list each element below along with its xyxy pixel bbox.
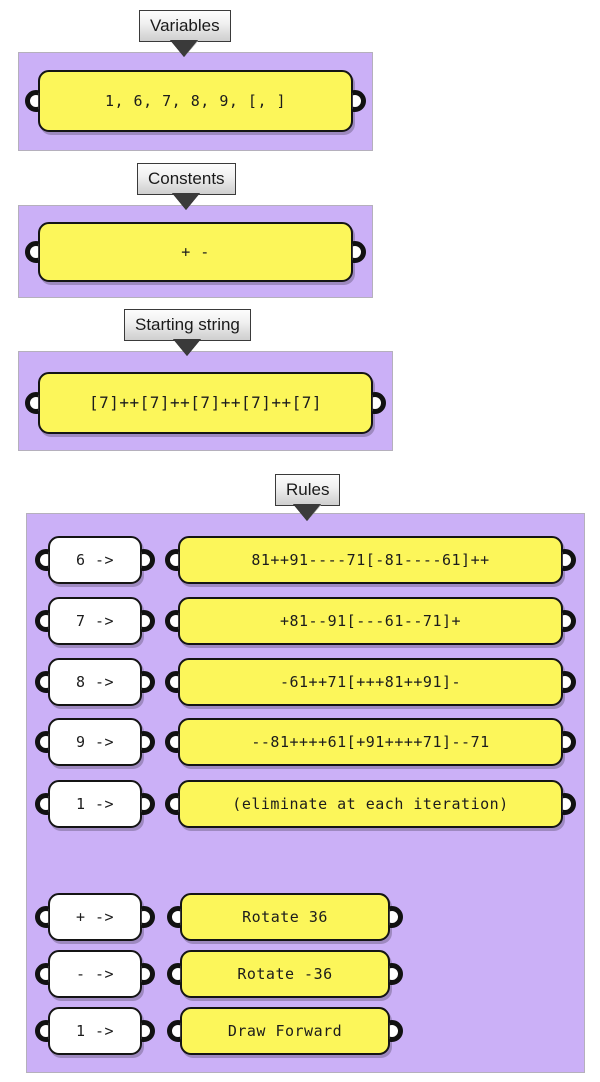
starting-string-value-box[interactable]: [7]++[7]++[7]++[7]++[7] <box>25 372 386 434</box>
rule-key: 8 -> <box>75 672 115 691</box>
interpretation-value: Rotate -36 <box>237 964 333 983</box>
rule-key-box[interactable]: 1 -> <box>35 780 155 828</box>
rule-value-box[interactable]: +81--91[---61--71]+ <box>165 597 576 645</box>
interpretation-key: + -> <box>75 907 115 926</box>
interpretation-key-box[interactable]: + -> <box>35 893 155 941</box>
rule-value-box[interactable]: --81++++61[+91++++71]--71 <box>165 718 576 766</box>
connector-left-icon <box>35 1020 49 1042</box>
variables-value: 1, 6, 7, 8, 9, [, ] <box>104 91 287 110</box>
interpretation-key-box[interactable]: - -> <box>35 950 155 998</box>
connector-right-icon <box>562 671 576 693</box>
connector-left-icon <box>35 671 49 693</box>
connector-right-icon <box>389 963 403 985</box>
rule-value-box[interactable]: (eliminate at each iteration) <box>165 780 576 828</box>
callout-pointer-icon <box>170 40 199 58</box>
connector-right-icon <box>141 963 155 985</box>
rule-key: 1 -> <box>75 794 115 813</box>
connector-left-icon <box>167 963 181 985</box>
connector-left-icon <box>25 392 39 414</box>
connector-left-icon <box>25 90 39 112</box>
callout-rules: Rules <box>275 474 341 522</box>
connector-left-icon <box>35 549 49 571</box>
rule-key-box[interactable]: 6 -> <box>35 536 155 584</box>
interpretation-value-box[interactable]: Draw Forward <box>167 1007 403 1055</box>
connector-left-icon <box>25 241 39 263</box>
connector-right-icon <box>562 793 576 815</box>
variables-value-box[interactable]: 1, 6, 7, 8, 9, [, ] <box>25 70 366 132</box>
connector-left-icon <box>35 610 49 632</box>
connector-right-icon <box>389 906 403 928</box>
interpretation-key-box[interactable]: 1 -> <box>35 1007 155 1055</box>
connector-left-icon <box>167 1020 181 1042</box>
interpretation-value: Draw Forward <box>227 1021 343 1040</box>
connector-left-icon <box>165 610 179 632</box>
connector-right-icon <box>389 1020 403 1042</box>
callout-variables-label: Variables <box>150 16 220 35</box>
constents-value-box[interactable]: + - <box>25 222 366 282</box>
starting-string-value: [7]++[7]++[7]++[7]++[7] <box>88 393 323 413</box>
rule-key: 7 -> <box>75 611 115 630</box>
connector-left-icon <box>165 671 179 693</box>
interpretation-key: - -> <box>75 964 115 983</box>
connector-left-icon <box>165 731 179 753</box>
connector-left-icon <box>165 549 179 571</box>
connector-right-icon <box>141 731 155 753</box>
interpretation-value: Rotate 36 <box>242 907 328 926</box>
callout-constents: Constents <box>137 163 236 211</box>
rule-key: 9 -> <box>75 732 115 751</box>
rule-key: 6 -> <box>75 550 115 569</box>
connector-right-icon <box>141 671 155 693</box>
connector-right-icon <box>372 392 386 414</box>
callout-pointer-icon <box>172 339 201 357</box>
connector-right-icon <box>141 793 155 815</box>
connector-left-icon <box>35 793 49 815</box>
callout-pointer-icon <box>293 504 322 522</box>
connector-right-icon <box>352 241 366 263</box>
rule-value-box[interactable]: -61++71[+++81++91]- <box>165 658 576 706</box>
rule-value: 81++91----71[-81----61]++ <box>251 550 490 569</box>
callout-rules-label: Rules <box>286 480 330 499</box>
rule-key-box[interactable]: 7 -> <box>35 597 155 645</box>
connector-left-icon <box>167 906 181 928</box>
rule-value: +81--91[---61--71]+ <box>279 611 462 630</box>
constents-value: + - <box>181 242 210 261</box>
connector-right-icon <box>141 610 155 632</box>
rule-key-box[interactable]: 8 -> <box>35 658 155 706</box>
interpretation-value-box[interactable]: Rotate -36 <box>167 950 403 998</box>
callout-pointer-icon <box>171 193 200 211</box>
callout-variables: Variables <box>139 10 231 58</box>
connector-right-icon <box>562 731 576 753</box>
rule-value-box[interactable]: 81++91----71[-81----61]++ <box>165 536 576 584</box>
connector-left-icon <box>35 731 49 753</box>
interpretation-key: 1 -> <box>75 1021 115 1040</box>
connector-left-icon <box>35 963 49 985</box>
connector-left-icon <box>165 793 179 815</box>
connector-right-icon <box>141 549 155 571</box>
callout-starting-string-label: Starting string <box>135 315 240 334</box>
rule-value: -61++71[+++81++91]- <box>279 672 462 691</box>
connector-right-icon <box>562 549 576 571</box>
rule-value: (eliminate at each iteration) <box>232 794 509 813</box>
connector-right-icon <box>352 90 366 112</box>
connector-right-icon <box>562 610 576 632</box>
connector-right-icon <box>141 906 155 928</box>
interpretation-value-box[interactable]: Rotate 36 <box>167 893 403 941</box>
rule-key-box[interactable]: 9 -> <box>35 718 155 766</box>
connector-left-icon <box>35 906 49 928</box>
callout-starting-string: Starting string <box>124 309 251 357</box>
rule-value: --81++++61[+91++++71]--71 <box>251 732 490 751</box>
connector-right-icon <box>141 1020 155 1042</box>
callout-constents-label: Constents <box>148 169 225 188</box>
